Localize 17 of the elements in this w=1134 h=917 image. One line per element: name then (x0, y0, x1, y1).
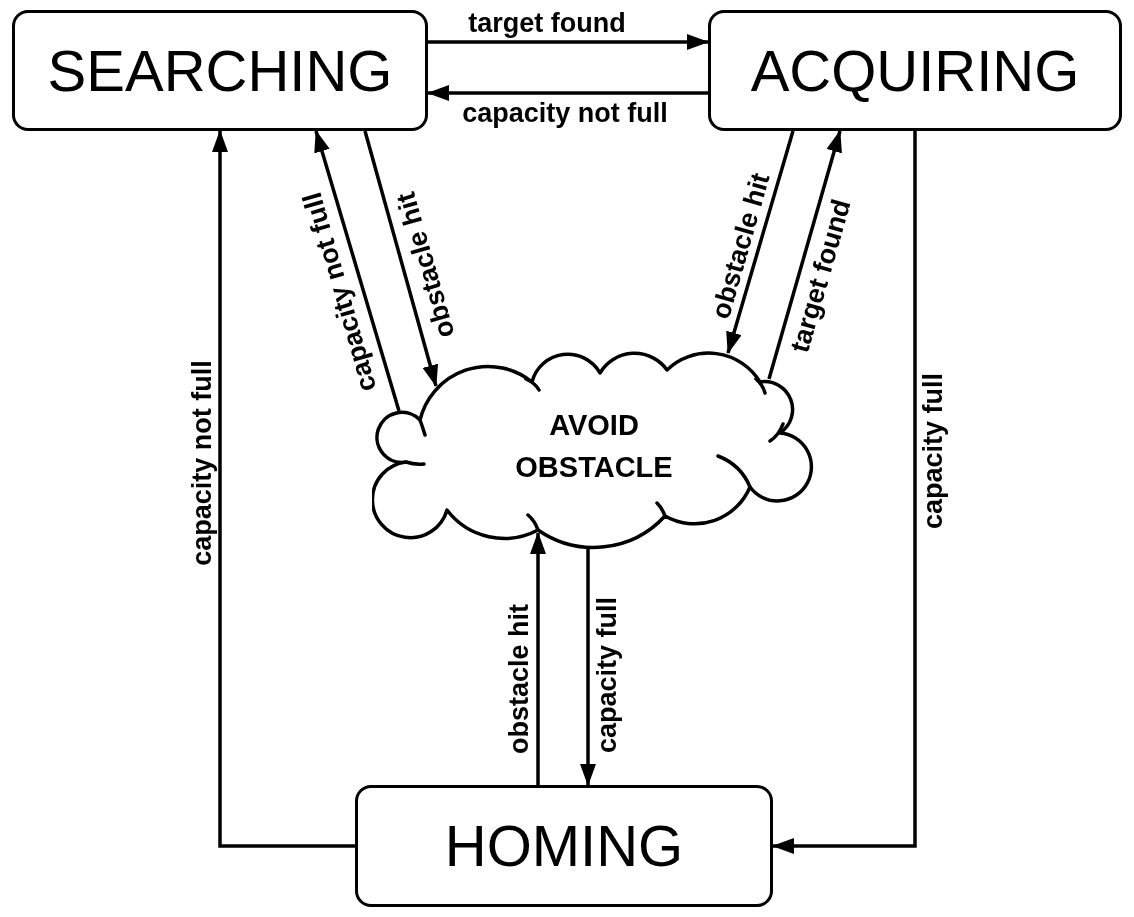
arrow (314, 130, 401, 412)
arrow (363, 130, 439, 387)
state-box (708, 10, 1122, 131)
node-label: AVOID OBSTACLE (514, 408, 674, 485)
arrow (530, 532, 546, 785)
arrow (212, 130, 355, 848)
state-box (12, 10, 428, 131)
state-name: HOMING (444, 817, 684, 875)
state-name: ACQUIRING (750, 41, 1080, 100)
arrow (767, 130, 842, 380)
arrow (580, 549, 596, 786)
state-name: SEARCHING (47, 41, 393, 100)
arrow (428, 34, 709, 50)
arrow (772, 131, 917, 854)
arrow (427, 85, 708, 101)
state-box (355, 785, 773, 907)
arrow (726, 130, 795, 354)
